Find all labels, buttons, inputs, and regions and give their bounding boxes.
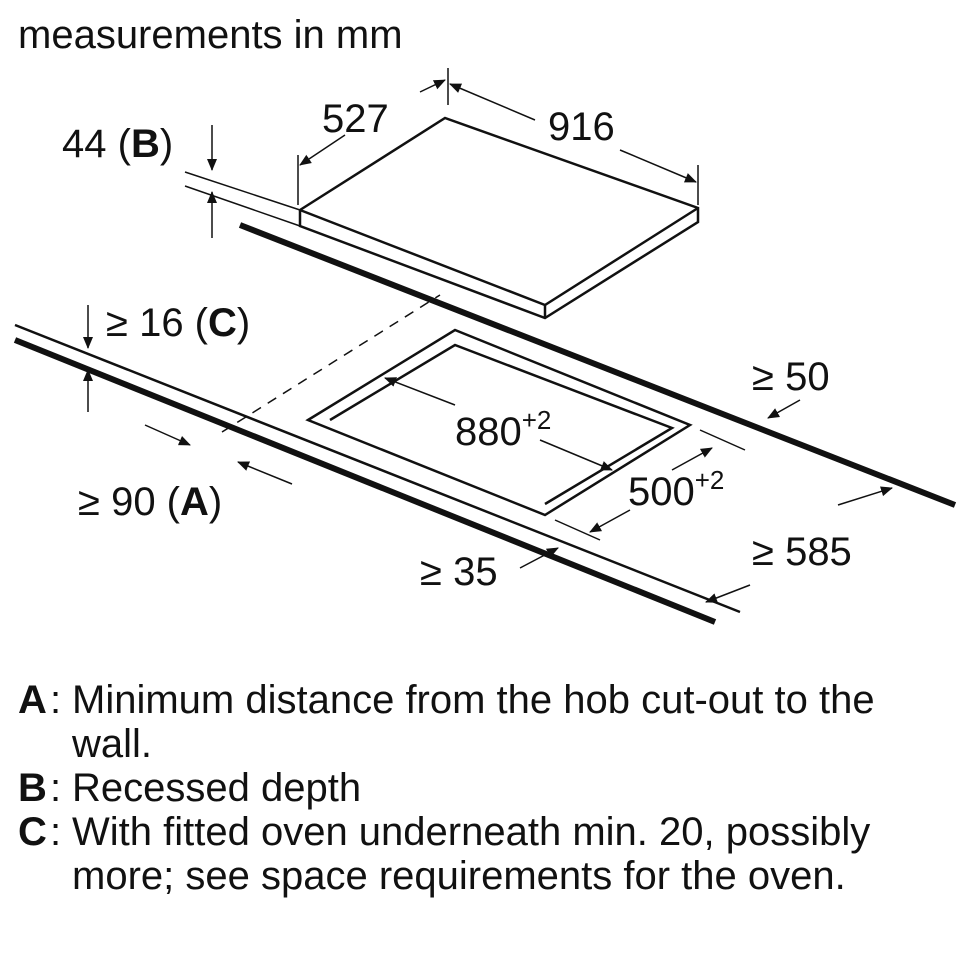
legend-item-a: A : Minimum distance from the hob cut-ou… — [18, 678, 958, 766]
legend-text-a: Minimum distance from the hob cut-out to… — [72, 678, 875, 766]
dim-appliance-depth — [297, 79, 446, 205]
legend-text-c: With fitted oven underneath min. 20, pos… — [72, 810, 871, 898]
units-title: measurements in mm — [18, 13, 403, 57]
cutout-width-tolerance: +2 — [522, 405, 552, 435]
label-cutout-width: 880+2 — [455, 405, 551, 454]
label-rear-clearance: ≥ 50 — [752, 355, 830, 399]
dim-cutout-width — [384, 377, 613, 471]
dim-cutout-depth — [554, 429, 746, 541]
label-cutout-depth: 500+2 — [628, 465, 724, 514]
label-appliance-width: 916 — [548, 105, 615, 149]
legend-key-c: C — [18, 810, 47, 854]
dim-worktop-depth — [705, 486, 893, 603]
legend-text-b: Recessed depth — [72, 766, 362, 810]
worktop — [13, 222, 957, 625]
centre-guide-line — [221, 294, 441, 433]
dim-appliance-width — [447, 68, 699, 205]
legend-colon: : — [50, 810, 62, 854]
key-b: B — [131, 122, 160, 166]
label-recessed-depth: 44 (B) — [62, 122, 173, 166]
label-worktop-depth: ≥ 585 — [752, 530, 852, 574]
legend-item-c: C : With fitted oven underneath min. 20,… — [18, 810, 958, 898]
key-a: A — [180, 480, 209, 524]
label-wall-distance: ≥ 90 (A) — [78, 480, 222, 524]
label-front-clearance: ≥ 35 — [420, 550, 498, 594]
legend-item-b: B : Recessed depth — [18, 766, 958, 810]
legend-colon: : — [50, 678, 62, 722]
worktop-front-edge — [13, 337, 717, 625]
legend-key-a: A — [18, 678, 47, 722]
dim-rear-clearance — [767, 399, 801, 419]
hob-appliance — [298, 116, 700, 320]
dim-recessed-depth — [184, 125, 301, 238]
label-appliance-depth: 527 — [322, 97, 389, 141]
cutout-depth-tolerance: +2 — [695, 465, 725, 495]
dim-front-clearance — [519, 547, 559, 569]
dim-wall-distance — [144, 424, 293, 485]
legend-key-b: B — [18, 766, 47, 810]
worktop-back-edge — [238, 222, 957, 508]
label-worktop-thickness: ≥ 16 (C) — [106, 301, 250, 345]
legend-colon: : — [50, 766, 62, 810]
legend: A : Minimum distance from the hob cut-ou… — [18, 678, 958, 898]
key-c: C — [208, 301, 237, 345]
worktop-top-front-line — [14, 323, 741, 614]
